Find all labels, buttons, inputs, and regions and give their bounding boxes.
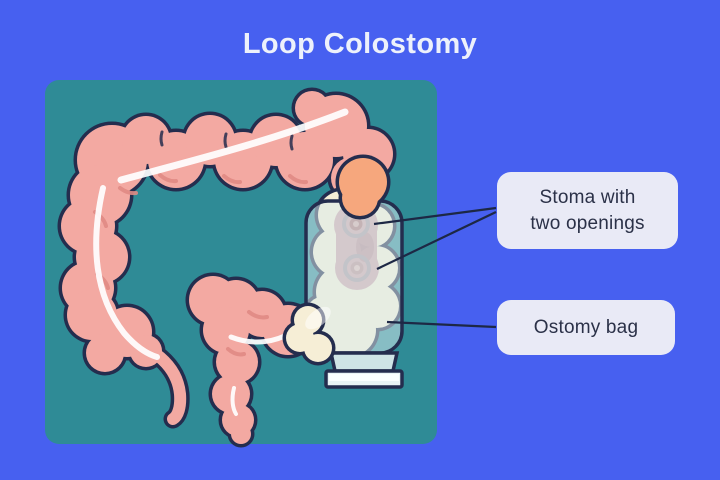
stoma-label: Stoma with two openings xyxy=(497,172,678,249)
ostomy-bag-label-text: Ostomy bag xyxy=(533,316,639,338)
pointer-lower-stoma xyxy=(376,211,497,270)
page-title: Loop Colostomy xyxy=(242,28,478,60)
stoma-label-text: Stoma with two openings xyxy=(530,187,645,234)
pointer-lines xyxy=(373,206,497,329)
bag-shine xyxy=(305,306,331,330)
ostomy-bag-label: Ostomy bag xyxy=(497,300,675,355)
pointer-ostomy-bag xyxy=(386,320,497,329)
colon-highlight xyxy=(117,108,349,184)
pointer-upper-stoma xyxy=(373,206,497,226)
bowel-at-bag-entry xyxy=(339,158,387,216)
appendix xyxy=(144,344,187,425)
colon-shading xyxy=(93,108,349,416)
ostomy-bag-outlet xyxy=(328,351,400,373)
